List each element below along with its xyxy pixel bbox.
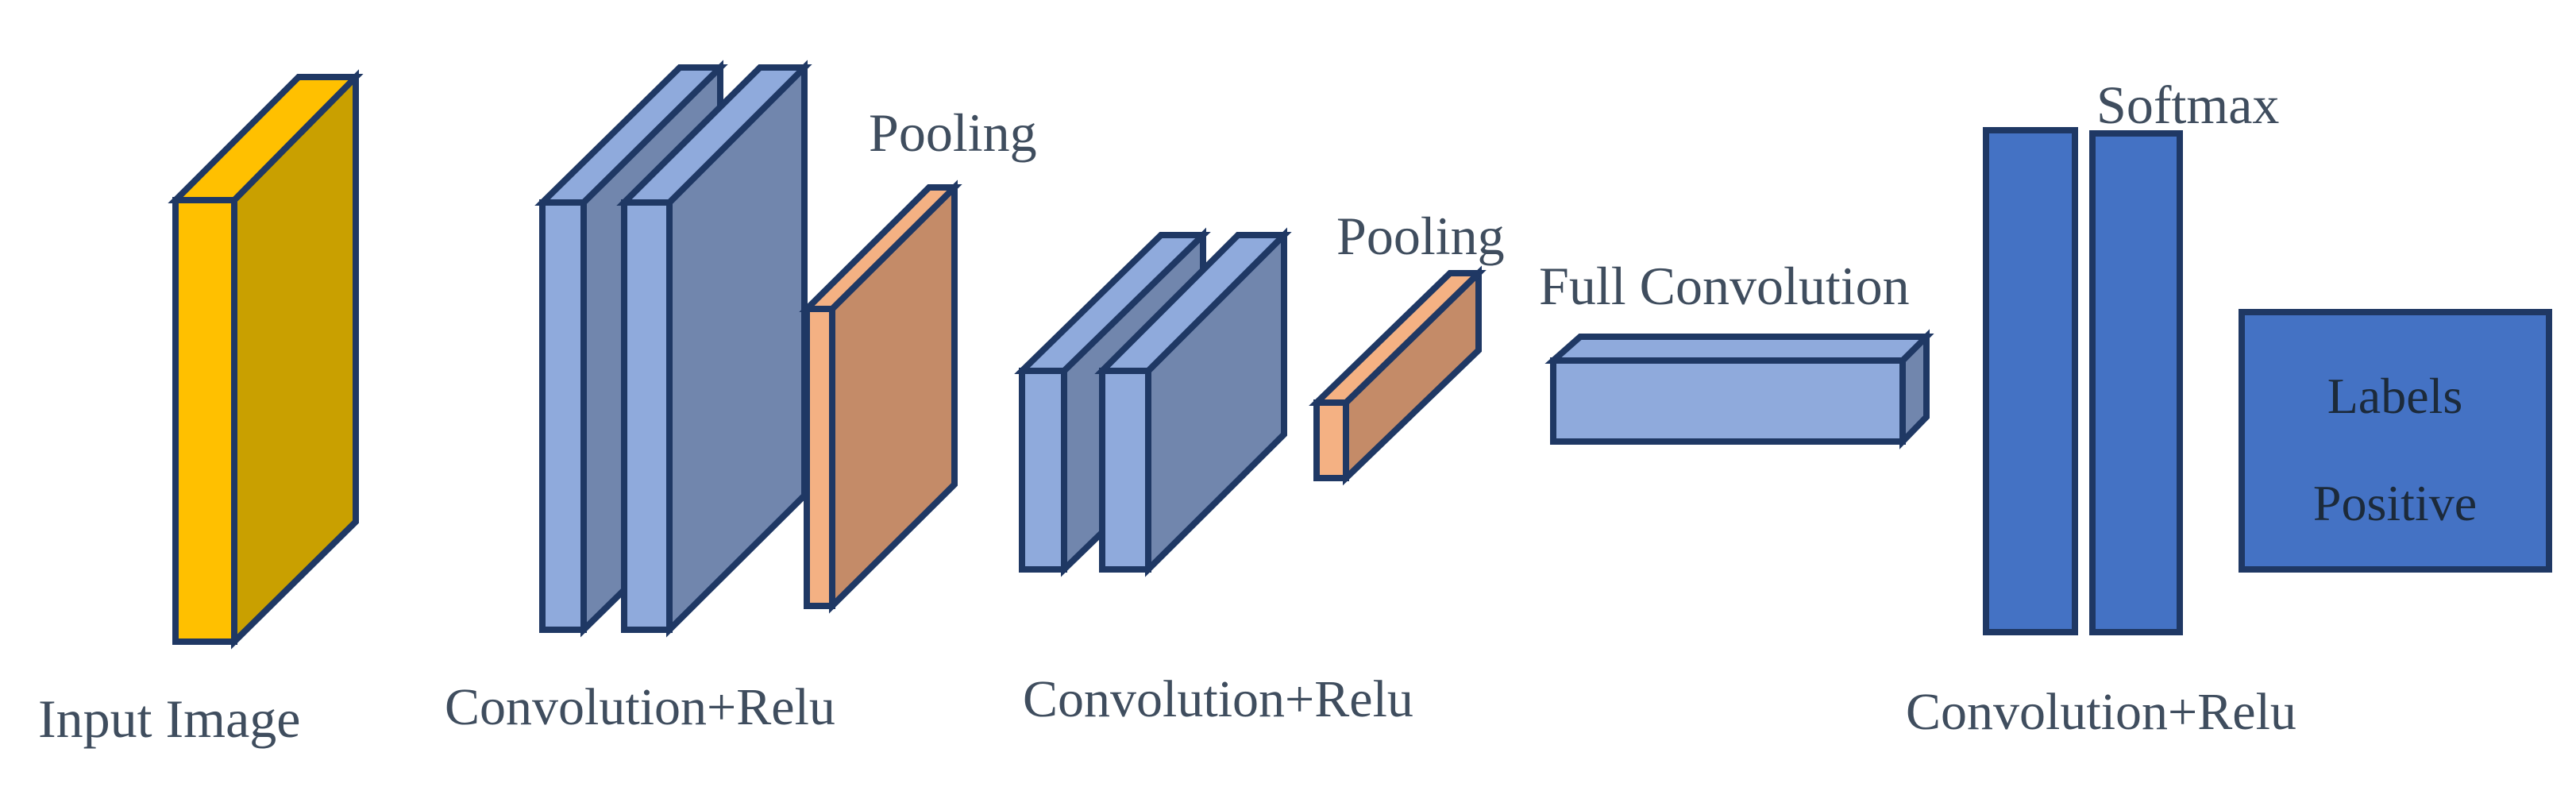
conv-block-2 xyxy=(1014,227,1292,577)
full-convolution-block xyxy=(1544,329,1934,449)
conv2-slab-b xyxy=(1094,227,1292,577)
label-conv-relu-3: Convolution+Relu xyxy=(1906,683,2296,741)
label-conv-relu-1: Convolution+Relu xyxy=(445,678,835,736)
label-pooling-1: Pooling xyxy=(869,102,1037,163)
label-input-image: Input Image xyxy=(38,689,300,749)
label-full-convolution: Full Convolution xyxy=(1539,256,1910,316)
label-pooling-2: Pooling xyxy=(1336,206,1505,266)
label-conv-relu-2: Convolution+Relu xyxy=(1023,670,1413,728)
input-image-block xyxy=(168,69,364,650)
label-output-labels: Labels xyxy=(2327,368,2463,424)
conv1-slab-b xyxy=(616,60,812,638)
dense-layer-2 xyxy=(2089,130,2183,635)
pooling-block-1 xyxy=(799,179,962,614)
output-labels-box xyxy=(2239,309,2552,573)
conv-block-1 xyxy=(534,60,812,638)
pooling-block-2 xyxy=(1309,265,1487,486)
dense-layer-1 xyxy=(1983,127,2078,635)
label-output-positive: Positive xyxy=(2313,475,2477,531)
label-softmax: Softmax xyxy=(2096,75,2279,135)
